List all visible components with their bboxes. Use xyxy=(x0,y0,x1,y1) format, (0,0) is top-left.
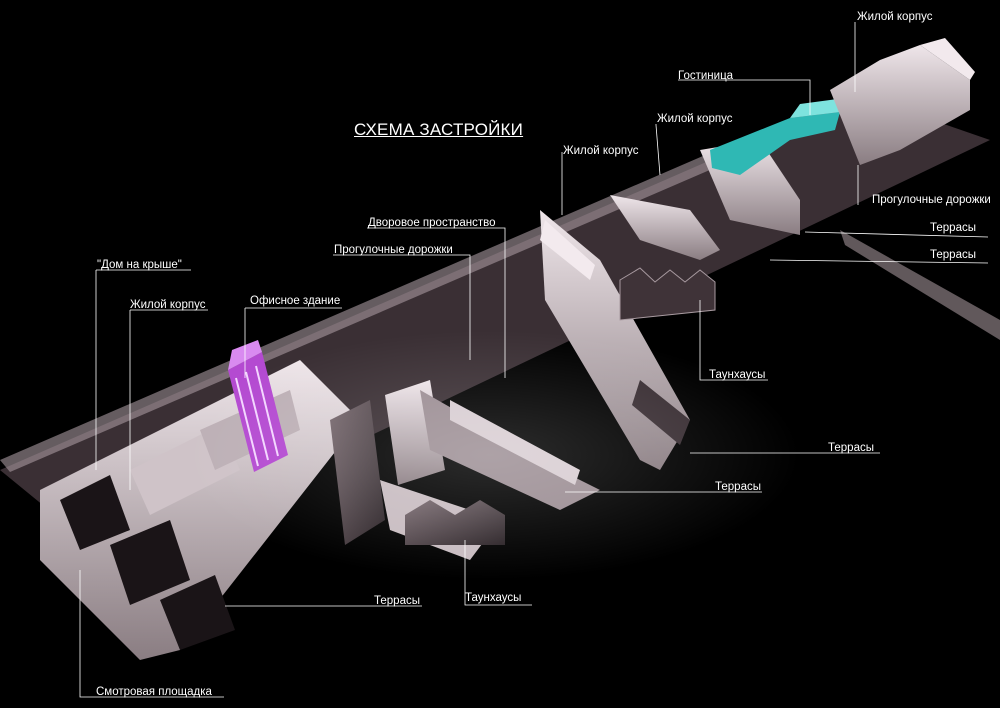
townhouses-right-block xyxy=(619,267,716,321)
label-courtyard: Дворовое пространство xyxy=(368,217,496,229)
label-townhouses-bottom: Таунхаусы xyxy=(465,592,522,604)
label-walkways-right: Прогулочные дорожки xyxy=(872,194,991,206)
label-roof-house: "Дом на крыше" xyxy=(97,259,182,271)
label-townhouses-right: Таунхаусы xyxy=(709,369,766,381)
label-residential-mid: Жилой корпус xyxy=(657,113,733,125)
label-terraces-r1: Террасы xyxy=(930,222,976,234)
label-residential-upper-left: Жилой корпус xyxy=(563,145,639,157)
label-hotel: Гостиница xyxy=(678,70,734,82)
far-residential-block xyxy=(830,38,975,165)
label-residential-top: Жилой корпус xyxy=(857,11,933,23)
label-office: Офисное здание xyxy=(250,295,341,307)
label-viewpoint: Смотровая площадка xyxy=(96,686,212,698)
label-terraces-center: Террасы xyxy=(715,481,761,493)
label-terraces-r2: Террасы xyxy=(930,249,976,261)
diagram-title: СХЕМА ЗАСТРОЙКИ xyxy=(354,120,524,139)
hotel-block xyxy=(710,98,845,175)
label-walkways-center: Прогулочные дорожки xyxy=(334,244,453,256)
label-residential-left: Жилой корпус xyxy=(130,299,206,311)
label-terraces-bottom: Террасы xyxy=(374,595,420,607)
leader-lines xyxy=(79,22,989,698)
label-terraces-center-right: Террасы xyxy=(828,442,874,454)
